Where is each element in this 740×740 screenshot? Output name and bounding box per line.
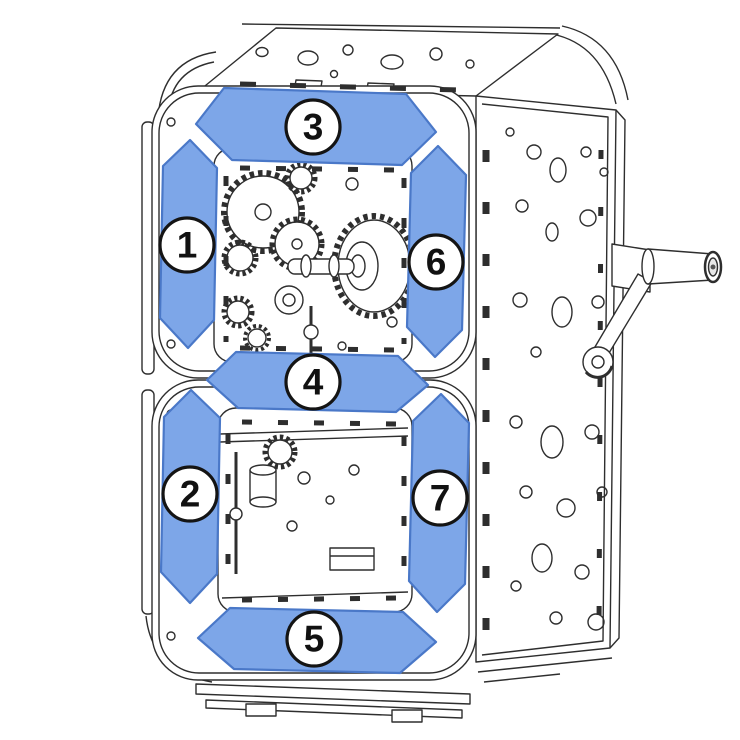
bevel-gear: [331, 213, 412, 319]
segment-5: 5: [196, 606, 438, 675]
lower-mechanism: [219, 427, 409, 599]
segment-7: 7: [407, 392, 471, 614]
crank-hub: [582, 346, 614, 379]
right-panel-holes: [505, 127, 609, 631]
segment-6-label: 6: [426, 242, 447, 283]
segment-6-callout: [407, 233, 465, 291]
segment-2-callout: [161, 465, 219, 523]
segment-5-label: 5: [304, 619, 325, 660]
left-side-wall: [141, 121, 155, 615]
segment-7-label: 7: [430, 478, 451, 519]
segment-4-callout: [284, 353, 342, 411]
segment-4-label: 4: [303, 362, 324, 403]
segment-3-label: 3: [303, 107, 324, 148]
gear-train: [221, 161, 412, 354]
tab-slot-rows: [223, 81, 461, 603]
base-plates: [195, 657, 613, 723]
segment-2-label: 2: [180, 474, 201, 515]
segment-3: 3: [194, 86, 438, 167]
segment-5-callout: [285, 610, 343, 668]
segment-2: 2: [159, 388, 222, 605]
right-panel: [475, 95, 626, 663]
segment-1: 1: [158, 138, 219, 350]
segments-overlay: 3 1 6 4 2 7 5: [158, 86, 471, 675]
segment-1-label: 1: [177, 225, 198, 266]
line-art: [141, 23, 723, 723]
crank-handle: [641, 248, 723, 285]
top-panel-holes: [255, 44, 475, 91]
segment-4: 4: [205, 350, 430, 414]
drive-axle: [274, 254, 355, 354]
segment-1-callout: [158, 216, 216, 274]
segment-6: 6: [405, 144, 468, 359]
right-panel-slot-rows: [482, 149, 604, 640]
segment-7-callout: [411, 469, 469, 527]
crank-assembly: [582, 243, 723, 379]
segment-3-callout: [284, 98, 342, 156]
